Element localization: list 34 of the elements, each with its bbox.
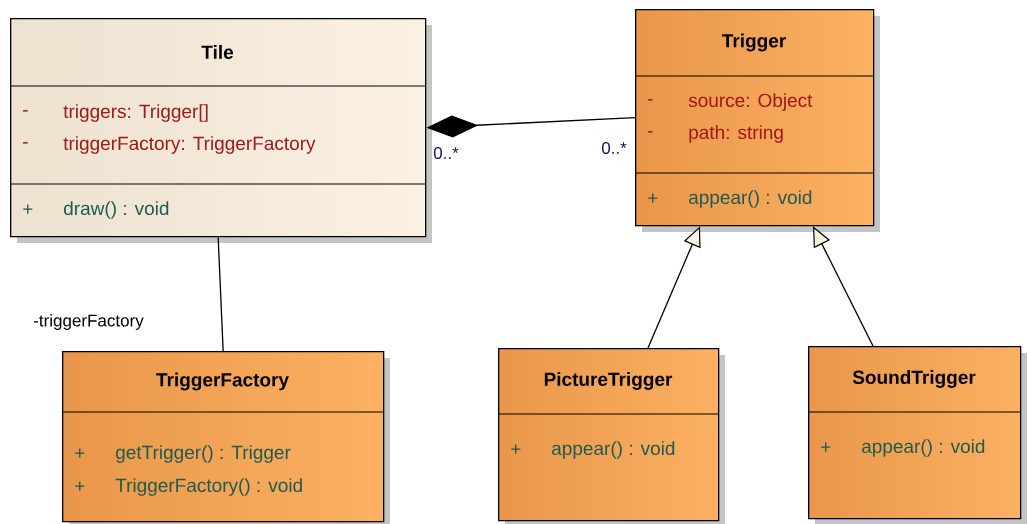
visibility-sign: + bbox=[75, 448, 85, 458]
association-line bbox=[217, 236, 224, 352]
class-box bbox=[807, 346, 1027, 524]
class-box bbox=[61, 351, 390, 524]
class-name: Trigger bbox=[722, 33, 786, 52]
role-name: -triggerFactory bbox=[32, 313, 145, 331]
operation: appear() : void bbox=[689, 190, 812, 208]
operation: appear() : void bbox=[552, 441, 675, 459]
attribute: triggerFactory: TriggerFactory bbox=[63, 136, 316, 154]
operation: draw() : void bbox=[64, 201, 169, 219]
multiplicity: 0..* bbox=[433, 147, 459, 159]
class-name: TriggerFactory bbox=[156, 372, 289, 391]
class-box bbox=[497, 348, 725, 524]
class-box bbox=[9, 18, 432, 243]
visibility-sign: + bbox=[821, 442, 831, 452]
class-name: PictureTrigger bbox=[544, 372, 673, 390]
operation: TriggerFactory() : void bbox=[115, 478, 302, 496]
visibility-sign: - bbox=[648, 99, 653, 101]
visibility-sign: - bbox=[23, 110, 28, 112]
class-name: Tile bbox=[201, 45, 234, 59]
visibility-sign: + bbox=[23, 204, 33, 214]
attribute: source: Object bbox=[688, 93, 813, 111]
operation: getTrigger() : Trigger bbox=[116, 445, 291, 463]
class-box bbox=[634, 9, 880, 232]
multiplicity: 0..* bbox=[601, 142, 627, 154]
visibility-sign: - bbox=[648, 131, 653, 133]
visibility-sign: - bbox=[23, 142, 28, 144]
operation: appear() : void bbox=[862, 439, 985, 457]
visibility-sign: + bbox=[75, 481, 85, 491]
attribute: triggers: Trigger[] bbox=[63, 104, 208, 122]
visibility-sign: + bbox=[511, 444, 521, 454]
visibility-sign: + bbox=[648, 193, 658, 203]
attribute: path: string bbox=[689, 125, 783, 143]
class-name: SoundTrigger bbox=[852, 370, 976, 388]
